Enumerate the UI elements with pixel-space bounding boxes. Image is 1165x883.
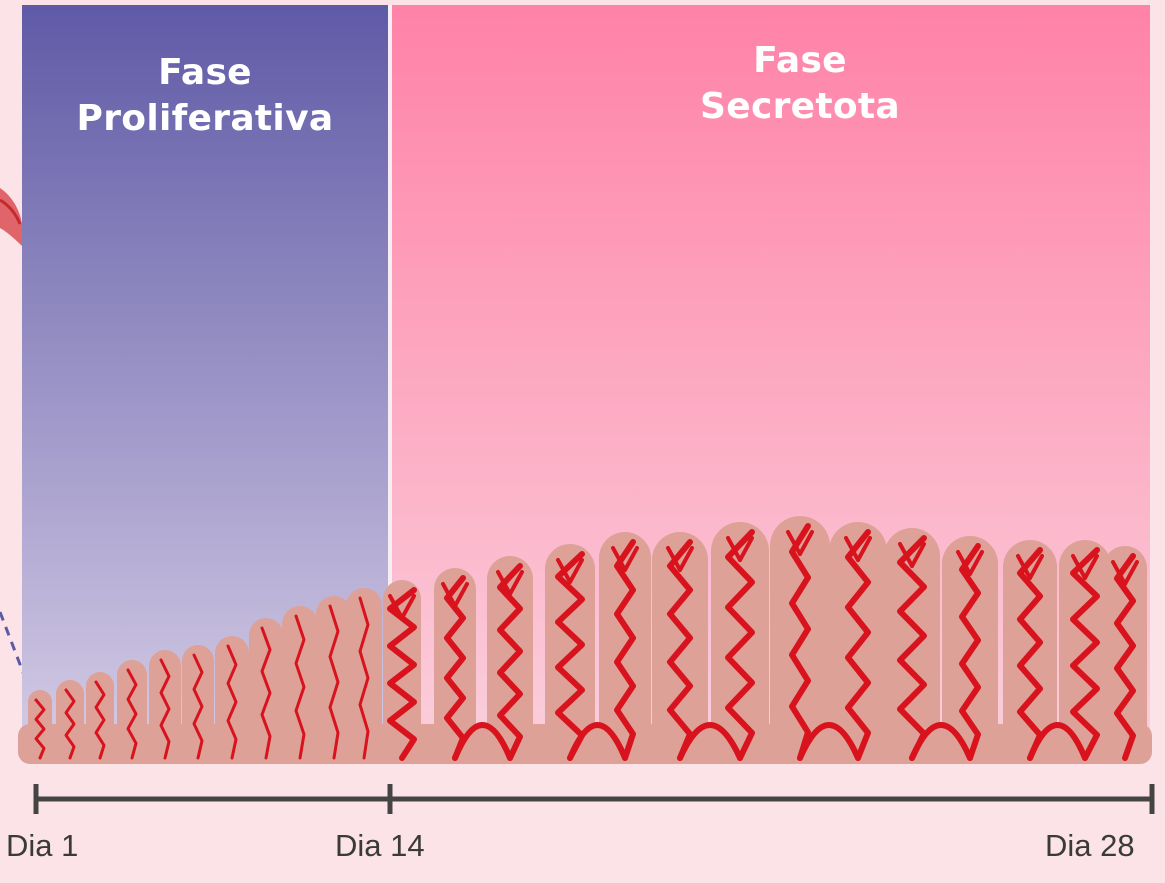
proliferative-phase-title: Fase Proliferativa xyxy=(22,50,388,142)
timeline-axis xyxy=(36,784,1152,814)
ovary-fragment xyxy=(0,188,22,246)
gland xyxy=(56,680,84,762)
gland xyxy=(86,672,114,762)
day-1-label: Dia 1 xyxy=(6,828,78,864)
day-28-label: Dia 28 xyxy=(1045,828,1135,864)
proliferative-title-line1: Fase xyxy=(22,50,388,96)
secretory-title-line1: Fase xyxy=(390,38,1165,84)
secretory-phase-title: Fase Secretota xyxy=(390,38,1165,130)
secretory-title-line2: Secretota xyxy=(390,84,1165,130)
proliferative-title-line2: Proliferativa xyxy=(22,96,388,142)
day-14-label: Dia 14 xyxy=(335,828,425,864)
